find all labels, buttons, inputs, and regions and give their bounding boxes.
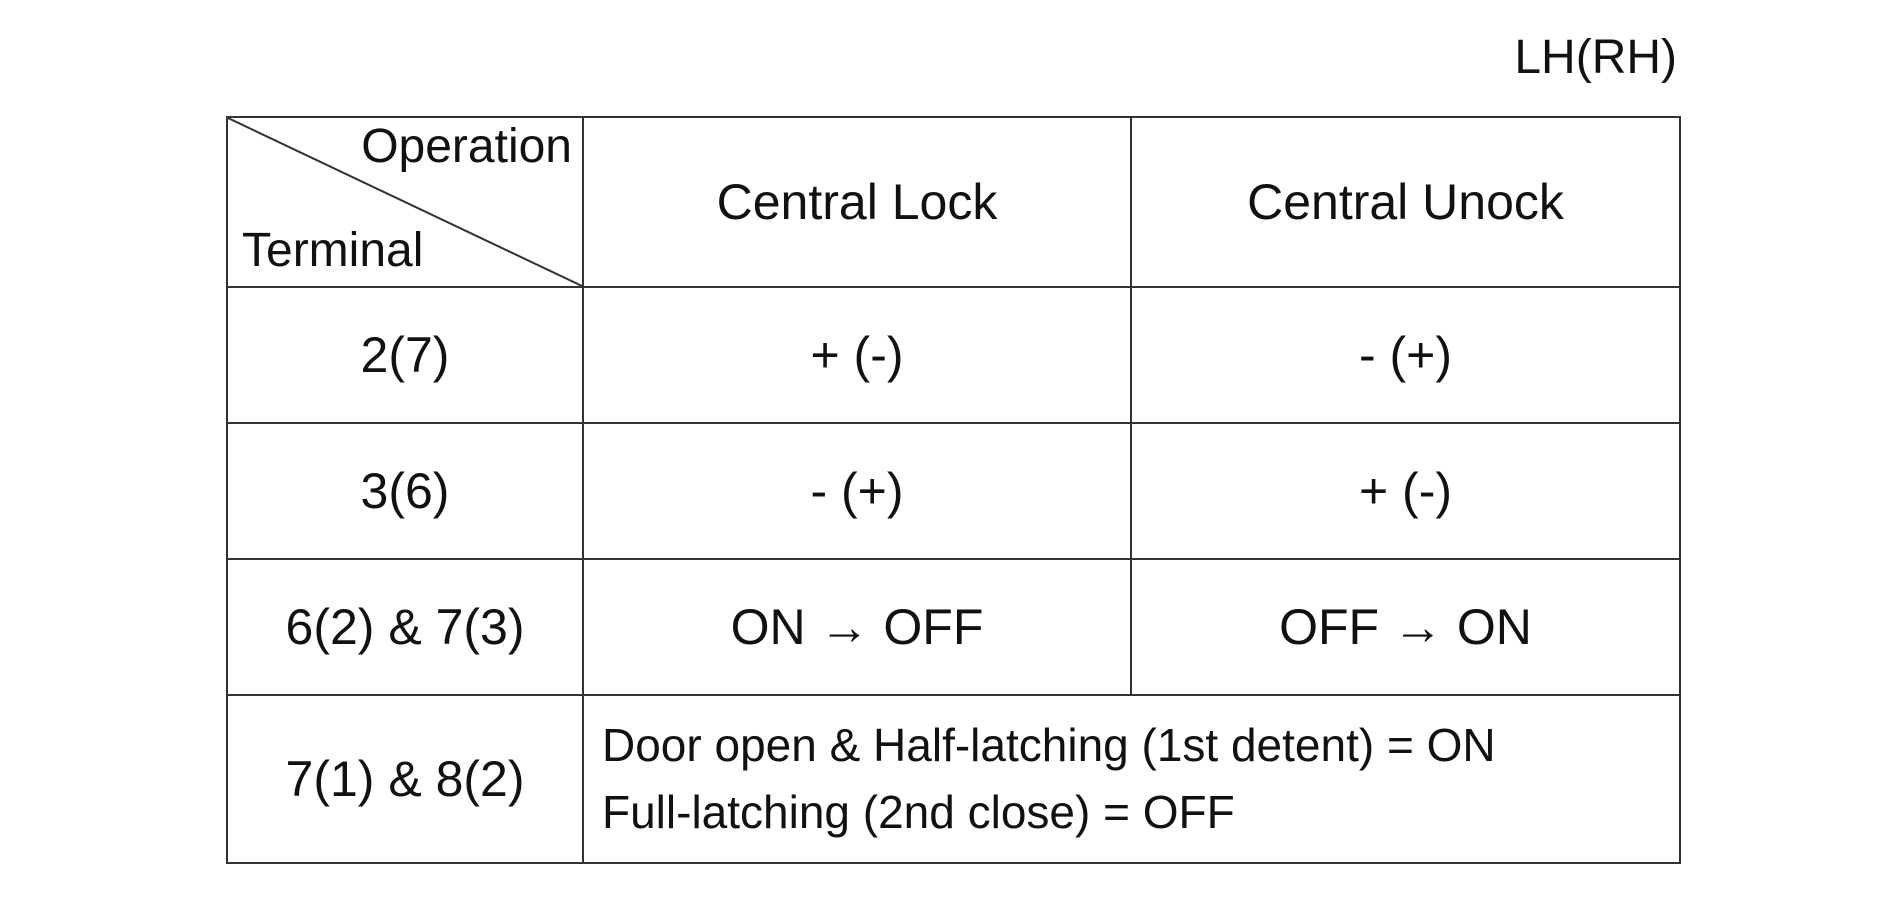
header-row: Operation Terminal Central Lock Central …: [226, 116, 1681, 288]
latch-note-cell: Door open & Half-latching (1st detent) =…: [582, 694, 1681, 864]
lock-cell: + (-): [582, 286, 1132, 424]
table-row: 6(2) & 7(3) ON → OFF OFF → ON: [226, 558, 1681, 696]
unlock-cell: - (+): [1130, 286, 1681, 424]
corner-header-cell: Operation Terminal: [226, 116, 584, 288]
corner-terminal-label: Terminal: [242, 224, 424, 278]
table-row: 2(7) + (-) - (+): [226, 286, 1681, 424]
unlock-cell: + (-): [1130, 422, 1681, 560]
terminal-cell: 3(6): [226, 422, 584, 560]
terminal-cell: 7(1) & 8(2): [226, 694, 584, 864]
column-header-central-unlock: Central Unock: [1130, 116, 1681, 288]
table-row: 3(6) - (+) + (-): [226, 422, 1681, 560]
side-label: LH(RH): [1514, 31, 1677, 84]
terminal-cell: 2(7): [226, 286, 584, 424]
terminal-operation-table: Operation Terminal Central Lock Central …: [226, 116, 1681, 864]
lock-cell: - (+): [582, 422, 1132, 560]
corner-operation-label: Operation: [361, 120, 572, 173]
unlock-cell: OFF → ON: [1130, 558, 1681, 696]
diagonal-divider: [228, 118, 582, 286]
lock-cell: ON → OFF: [582, 558, 1132, 696]
latch-note-line-2: Full-latching (2nd close) = OFF: [602, 786, 1235, 838]
terminal-cell: 6(2) & 7(3): [226, 558, 584, 696]
table-row-note: 7(1) & 8(2) Door open & Half-latching (1…: [226, 694, 1681, 864]
latch-note-line-1: Door open & Half-latching (1st detent) =…: [602, 719, 1496, 772]
column-header-central-lock: Central Lock: [582, 116, 1132, 288]
